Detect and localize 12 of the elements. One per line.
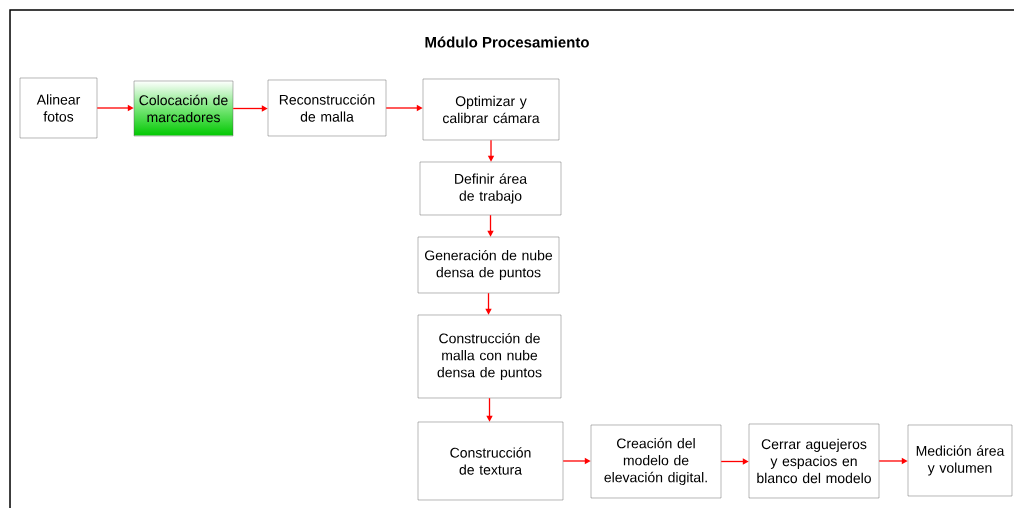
title: Módulo Procesamiento [425, 36, 589, 48]
process-box: Colocación de marcadores [133, 80, 234, 137]
process-box: Alinear fotos [19, 77, 98, 139]
process-box: Definir área de trabajo [419, 161, 562, 216]
process-box: Construcción de malla con nube densa de puntos [417, 314, 562, 399]
process-box: Cerrar aguejeros y espacios en blanco del modelo [748, 423, 880, 499]
process-box: Medición área y volumen [907, 424, 1013, 497]
process-box: Construcción de textura [417, 421, 564, 501]
process-box: Generación de nube densa de puntos [417, 236, 560, 294]
process-box: Creación del modelo de elevación digital. [590, 424, 722, 499]
process-box: Optimizar y calibrar cámara [422, 78, 560, 141]
process-box: Reconstrucción de malla [267, 79, 387, 137]
